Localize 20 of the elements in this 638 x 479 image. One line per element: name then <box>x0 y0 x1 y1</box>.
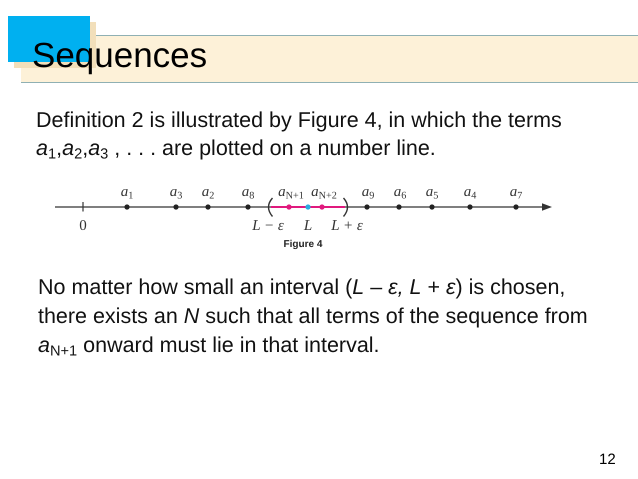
paragraph: Definition 2 is illustrated by Figure 4, in which the terms a$_{1}$,a$_{2}$,a$_{3}$ , . . . are plotted on a number line. <box>36 107 563 162</box>
point-label: a$_{N+2}$ <box>311 184 337 200</box>
paragraph: No matter how small an interval (L – ε, L + ε) is chosen, there exists an N such that all terms of the sequence from a$_{N+1}$ onward must lie in that interval. <box>38 274 589 360</box>
figure-caption: Figure 4 <box>284 239 322 251</box>
interval-label: L − ε <box>252 218 284 234</box>
point-label: a$_{9}$ <box>362 184 374 200</box>
point-label: a$_{8}$ <box>242 184 254 200</box>
point-label: a$_{7}$ <box>510 184 522 200</box>
point-label: a$_{2}$ <box>202 184 214 200</box>
interval-label: L + ε <box>331 218 363 234</box>
point-label: a$_{N+1}$ <box>278 184 304 200</box>
point-label: a$_{5}$ <box>426 184 438 200</box>
interval-label: L <box>304 218 312 234</box>
point-label: a$_{3}$ <box>170 184 182 200</box>
page-number: 12 <box>599 451 616 469</box>
point-label: a$_{1}$ <box>120 184 134 200</box>
slide-title: Sequences <box>32 38 208 74</box>
tick-label: 0 <box>79 218 87 234</box>
point-label: a$_{4}$ <box>464 184 476 200</box>
point-label: a$_{6}$ <box>394 184 406 200</box>
